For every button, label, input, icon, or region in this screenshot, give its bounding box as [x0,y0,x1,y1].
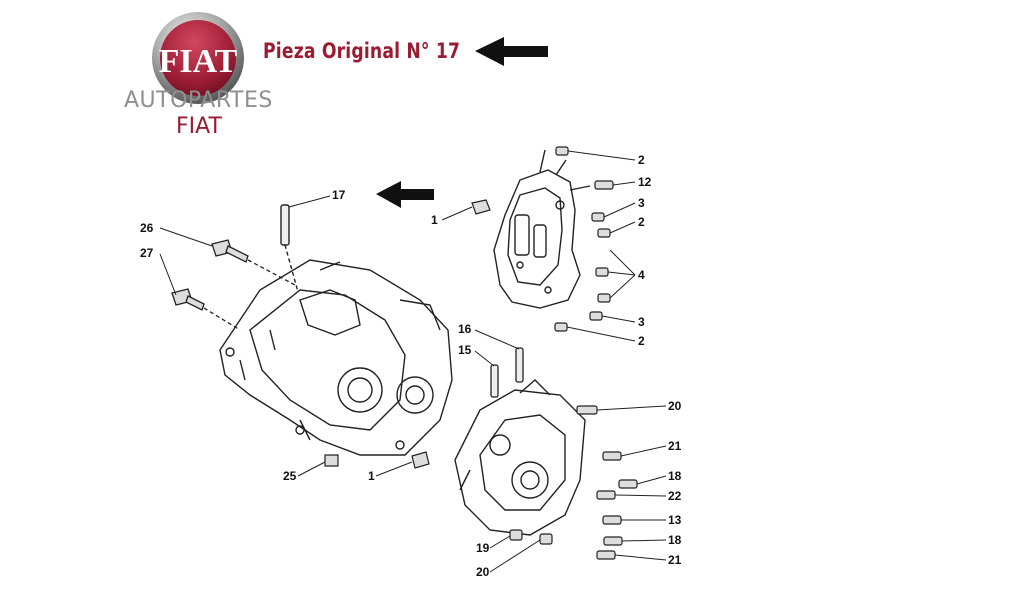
callout-label: 1 [431,213,438,227]
fiat-badge-icon: FIAT [152,12,244,104]
brand-name-line2: FIAT [176,114,222,139]
logo-text: FIAT [159,43,238,80]
callout-label: 20 [668,399,682,413]
callout-label: 2 [638,153,645,167]
callout-label: 21 [668,553,682,567]
callout-label: 21 [668,439,682,453]
arrow-left-icon [475,37,548,66]
callout-label: 1 [368,469,375,483]
page-title: Pieza Original N° 17 [263,39,461,63]
brand-name-line1: AUTOPARTES [124,88,273,113]
callout-leader-lines [159,150,667,573]
callout-label: 13 [668,513,682,527]
callout-label: 3 [638,315,645,329]
callout-label: 20 [476,565,490,579]
bolt-set-lower [509,405,638,560]
callout-label: 26 [140,221,154,235]
callout-label: 17 [332,188,346,202]
callout-label: 16 [458,322,472,336]
callout-label: 15 [458,343,472,357]
studs-15-16 [490,347,524,398]
stud-17 [280,204,299,293]
callout-label: 3 [638,196,645,210]
callout-label: 12 [638,175,652,189]
callout-label: 19 [476,541,490,555]
callout-label: 18 [668,533,682,547]
callout-label: 27 [140,246,154,260]
callout-label: 25 [283,469,297,483]
callout-label: 18 [668,469,682,483]
gearbox-cover [493,149,591,309]
lower-gearbox-housing [454,379,586,536]
bolt-set-upper [471,146,614,332]
main-gearbox-housing [219,259,453,456]
callout-label: 2 [638,334,645,348]
callout-label: 2 [638,215,645,229]
callout-labels: 2 12 3 2 4 3 2 1 17 26 27 16 15 20 21 18… [140,153,682,579]
callout-label: 4 [638,268,645,282]
arrow-left-icon [376,181,434,208]
bolts-26-27 [171,239,296,331]
callout-label: 22 [668,489,682,503]
